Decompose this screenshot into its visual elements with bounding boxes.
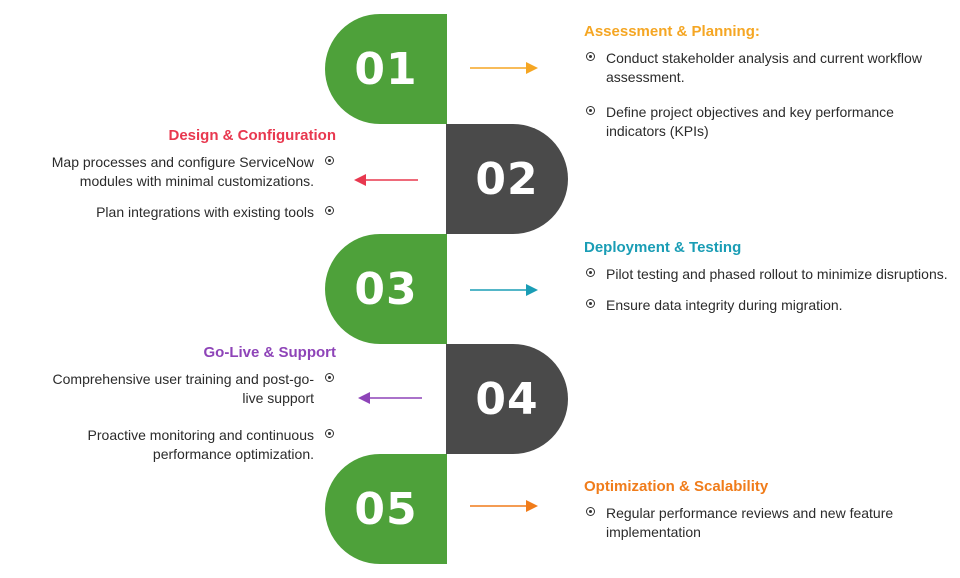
bullet-icon	[325, 429, 334, 438]
step-02-shape: 02	[446, 124, 568, 234]
item-text: Ensure data integrity during migration.	[606, 297, 843, 313]
item-text: Define project objectives and key perfor…	[606, 104, 894, 139]
step-03-item: Pilot testing and phased rollout to mini…	[584, 265, 956, 284]
item-text: Pilot testing and phased rollout to mini…	[606, 266, 948, 282]
bullet-icon	[325, 206, 334, 215]
step-05-shape: 05	[325, 454, 447, 564]
step-04-number: 04	[475, 373, 539, 425]
step-02-number: 02	[475, 153, 539, 205]
step-02-title: Design & Configuration	[168, 127, 337, 144]
item-text: Comprehensive user training and post-go-…	[52, 371, 314, 406]
bullet-icon	[325, 373, 334, 382]
step-02-item: Plan integrations with existing tools	[0, 203, 336, 222]
item-text: Proactive monitoring and continuous perf…	[87, 427, 314, 462]
step-03-shape: 03	[325, 234, 447, 344]
item-text: Conduct stakeholder analysis and current…	[606, 50, 922, 85]
arrow-right-icon	[470, 62, 538, 74]
arrow-left-icon	[354, 174, 418, 186]
step-04-title: Go-Live & Support	[203, 344, 337, 361]
step-01-item: Define project objectives and key perfor…	[584, 103, 956, 141]
step-04-block: Go-Live & Support Comprehensive user tra…	[0, 344, 336, 476]
step-01-number: 01	[354, 43, 418, 95]
step-03-block: Deployment & Testing Pilot testing and p…	[584, 239, 956, 327]
arrow-left-icon	[358, 392, 422, 404]
step-01-item: Conduct stakeholder analysis and current…	[584, 49, 956, 87]
step-02-block: Design & Configuration Map processes and…	[0, 127, 336, 234]
step-05-block: Optimization & Scalability Regular perfo…	[584, 478, 956, 554]
step-01-block: Assessment & Planning: Conduct stakehold…	[584, 23, 956, 153]
step-05-number: 05	[354, 483, 418, 535]
step-03-item: Ensure data integrity during migration.	[584, 296, 956, 315]
step-05-item: Regular performance reviews and new feat…	[584, 504, 956, 542]
bullet-icon	[586, 268, 595, 277]
step-01-title: Assessment & Planning:	[584, 23, 760, 40]
bullet-icon	[586, 507, 595, 516]
arrow-right-icon	[470, 284, 538, 296]
step-04-item: Comprehensive user training and post-go-…	[0, 370, 336, 408]
step-03-title: Deployment & Testing	[584, 239, 742, 256]
arrow-right-icon	[470, 500, 538, 512]
bullet-icon	[325, 156, 334, 165]
item-text: Regular performance reviews and new feat…	[606, 505, 894, 540]
bullet-icon	[586, 106, 595, 115]
item-text: Map processes and configure ServiceNow m…	[51, 154, 314, 189]
item-text: Plan integrations with existing tools	[96, 204, 314, 220]
step-03-number: 03	[354, 263, 418, 315]
step-04-item: Proactive monitoring and continuous perf…	[0, 426, 336, 464]
step-05-title: Optimization & Scalability	[584, 478, 769, 495]
step-04-shape: 04	[446, 344, 568, 454]
step-02-item: Map processes and configure ServiceNow m…	[0, 153, 336, 191]
bullet-icon	[586, 52, 595, 61]
bullet-icon	[586, 299, 595, 308]
step-01-shape: 01	[325, 14, 447, 124]
